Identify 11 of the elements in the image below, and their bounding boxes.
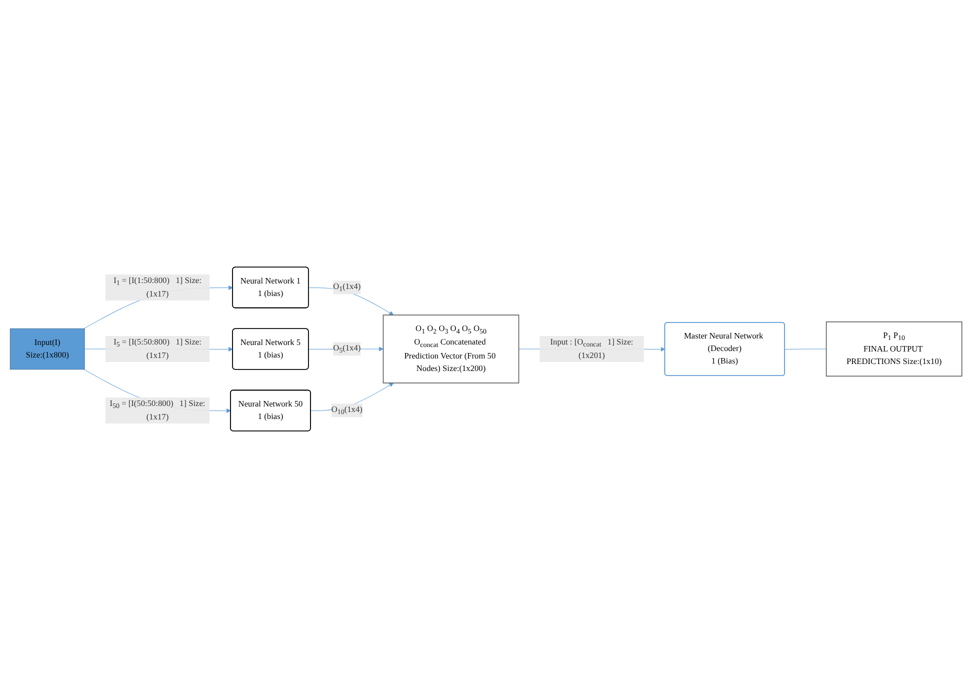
edge-label: Input : [O$_{concat}$ 1] Size:(1x201) <box>550 337 634 360</box>
edge-label: I$_{1}$ = [I(1:50:800) 1] Size:(1x17) <box>114 276 202 298</box>
connector <box>784 348 827 350</box>
edge-label: O$_{1}$(1x4) <box>333 282 361 293</box>
edge-label: I$_{50}$ = [I(50:50:800) 1] Size:(1x17) <box>110 398 206 422</box>
node-box: O$_{1}$ O$_{2}$ O$_{3}$ O$_{4}$ O$_{5}$ O$_{50}$ O$_{concat}$ Concatenated Prediction Vector (From 50 Nodes) Size:(1x200) <box>382 314 520 384</box>
edge-label: O$_{5}$(1x4) <box>333 344 361 354</box>
node-box: Input(I) Size:(1x800) <box>10 328 85 370</box>
edge-label: I$_{5}$ = [I(5:50:800) 1] Size:(1x17) <box>114 337 202 360</box>
edge-label: O$_{10}$(1x4) <box>331 405 362 416</box>
node-box: P$_{1}$ P$_{10}$ FINAL OUTPUT PREDICTIONS Size:(1x10) <box>826 321 962 377</box>
